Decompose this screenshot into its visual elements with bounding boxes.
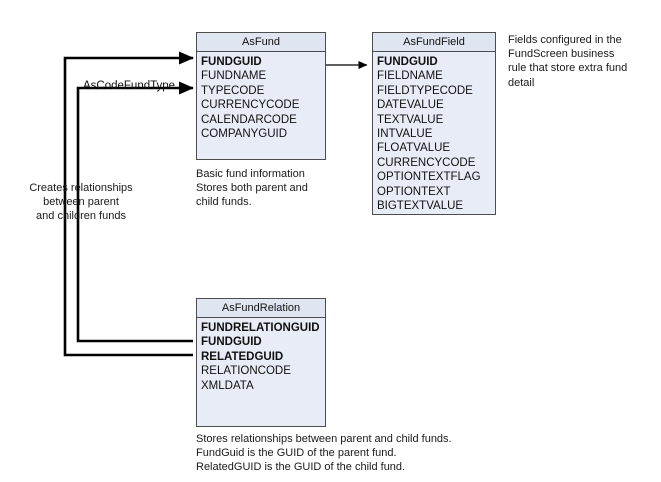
field-fieldname: FIELDNAME <box>377 70 443 83</box>
field-relatedguid: RELATEDGUID <box>201 350 284 363</box>
field-fundname: FUNDNAME <box>201 70 267 83</box>
field-floatvalue: FLOATVALUE <box>377 142 451 155</box>
field-optiontext: OPTIONTEXT <box>377 185 451 198</box>
field-fieldtypecode: FIELDTYPECODE <box>377 84 473 97</box>
field-typecode: TYPECODE <box>201 84 265 97</box>
field-intvalue: INTVALUE <box>377 128 433 141</box>
field-fundguid: FUNDGUID <box>377 56 438 68</box>
field-fundrelationguid: FUNDRELATIONGUID <box>201 322 320 334</box>
field-companyguid: COMPANYGUID <box>201 128 288 141</box>
field-relationcode: RELATIONCODE <box>201 365 291 378</box>
field-currencycode: CURRENCYCODE <box>377 156 476 169</box>
table-asfund-title: AsFund <box>197 33 325 52</box>
relationship-label-ascodefundtype: AsCodeFundType <box>83 80 176 92</box>
field-optiontextflag: OPTIONTEXTFLAG <box>377 171 481 184</box>
field-bigtextvalue: BIGTEXTVALUE <box>377 200 464 213</box>
table-asfundrelation-title: AsFundRelation <box>197 299 325 318</box>
note-asfund: Basic fund information Stores both paren… <box>196 168 308 209</box>
field-xmldata: XMLDATA <box>201 379 254 392</box>
table-asfundfield-title: AsFundField <box>373 33 495 52</box>
field-currencycode: CURRENCYCODE <box>201 99 300 112</box>
note-ascodefundtype: Creates relationships between parent and… <box>29 182 133 223</box>
field-calendarcode: CALENDARCODE <box>201 113 297 126</box>
field-fundguid: FUNDGUID <box>201 56 262 68</box>
field-fundguid: FUNDGUID <box>201 336 262 349</box>
field-datevalue: DATEVALUE <box>377 99 444 112</box>
note-asfundfield: Fields configured in the FundScreen busi… <box>508 34 628 89</box>
note-asfundrelation: Stores relationships between parent and … <box>196 433 452 474</box>
field-textvalue: TEXTVALUE <box>377 113 444 126</box>
